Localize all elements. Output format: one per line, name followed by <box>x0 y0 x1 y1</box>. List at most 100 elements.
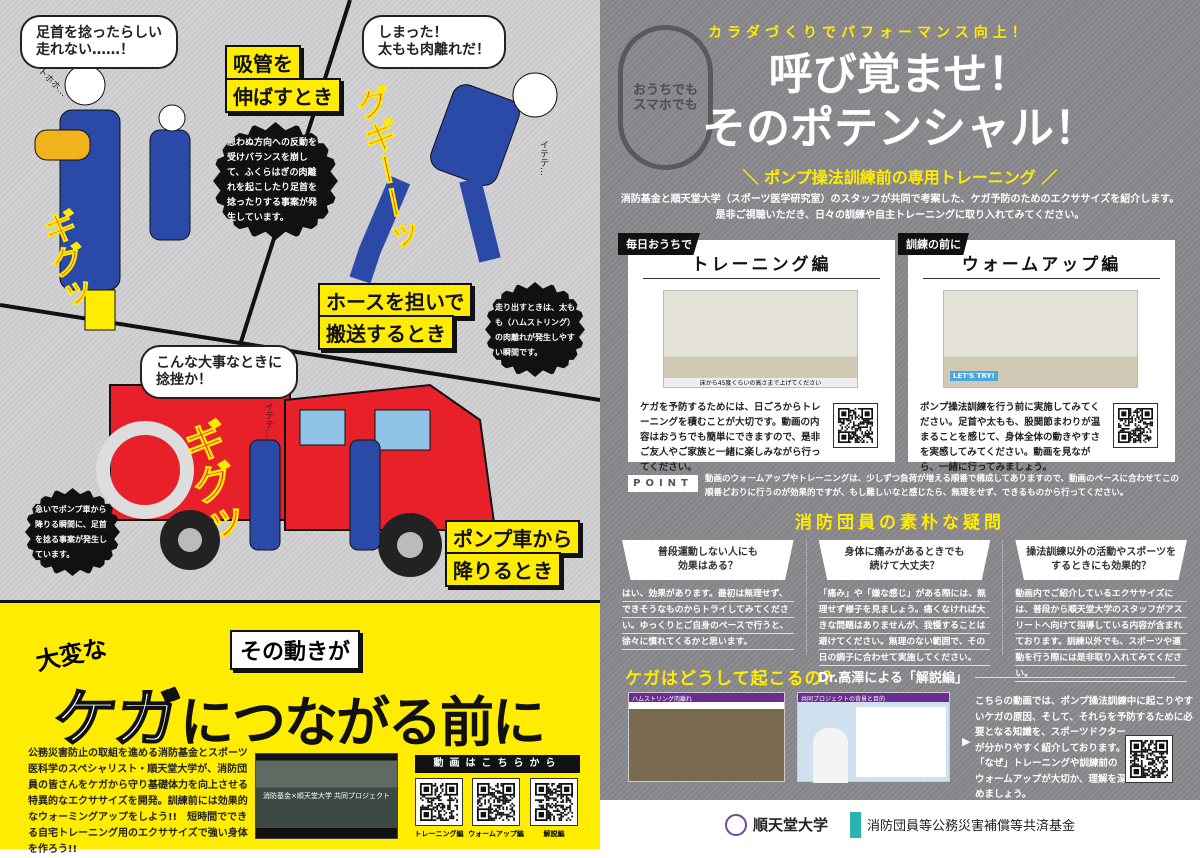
headline-rest: につながる前に <box>180 691 546 754</box>
headline-box: その動きが <box>230 630 361 670</box>
faq-answer: 「痛み」や「嫌な感じ」がある際には、無理せず様子を見ましょう。痛くなければ大きな… <box>818 586 991 666</box>
qr-code-training[interactable] <box>415 778 463 826</box>
qr-code-explain[interactable] <box>1125 735 1173 783</box>
fire-truck-illustration <box>96 383 497 577</box>
faq-list: 普段運動しない人にも効果はある？ はい、効果があります。最初は無理せず、できそうな… <box>622 540 1188 682</box>
divider <box>975 677 1175 678</box>
fund-mark-icon <box>850 811 861 838</box>
speech-bubble-ankle: 足首を捻ったらしい走れない……！ <box>20 15 178 69</box>
scene-label: 搬送するとき <box>318 315 454 350</box>
point-text: 動画のウォームアップやトレーニングは、少しずつ負荷が増える順番で構成してあります… <box>705 474 1180 498</box>
faq-question: 操法訓練以外の活動やスポーツをするときにも効果的？ <box>1015 540 1188 580</box>
headline-section: 大変な その動きが ケガ につながる前に 公務災害防止の取組を進める消防基金とス… <box>0 600 600 855</box>
title-line: 呼び覚ませ！ <box>768 49 1032 100</box>
slide-title: ハムストリング肉離れ <box>632 696 693 703</box>
headline-kega: ケガ <box>48 681 184 756</box>
video-thumbnail[interactable]: 消防基金×順天堂大学 共同プロジェクト <box>255 753 398 839</box>
faq-answer: はい、効果があります。最初は無理せず、できそうなものからトライしてみてください。… <box>622 586 794 650</box>
scene-label: ホースを担いで <box>318 283 473 318</box>
text-line: ウォームアップが大切か、理解を深 <box>975 773 1127 785</box>
warmup-card: ウォームアップ編 LET'S TRY! ポンプ操法訓練を行う前に実施してみてくだ… <box>908 240 1175 473</box>
kicker: カラダづくりでパフォーマンス向上！ <box>708 25 1031 41</box>
bubble-line: 捻挫か！ <box>156 372 212 388</box>
bubble-line: こんな大事なときに <box>156 355 282 371</box>
scene-label: 降りるとき <box>445 552 561 587</box>
q-line: 普段運動しない人にも <box>657 547 758 558</box>
intro-paragraph: 公務災害防止の取組を進める消防基金とスポーツ医科学のスペシャリスト・順天堂大学が… <box>28 748 248 855</box>
explain-slide-1[interactable]: ハムストリング肉離れ <box>628 692 785 782</box>
scene-label: ポンプ車から <box>445 520 581 555</box>
slide-panel <box>856 707 946 777</box>
explain-title: ケガはどうして起こるの？ <box>625 669 841 689</box>
qr-pattern <box>1130 740 1168 778</box>
qr-label: 解説編 <box>543 830 565 838</box>
qr-code-warmup[interactable] <box>472 778 520 826</box>
play-arrow-icon: ▶ <box>962 735 971 748</box>
q-line: 操法訓練以外の活動やスポーツを <box>1026 547 1177 558</box>
qr-code-training[interactable] <box>833 403 878 448</box>
intro-line: 是非ご視聴いただき、日々の訓練や自主トレーニングに取り入れてみてください。 <box>715 210 1085 221</box>
qr-pattern <box>535 783 573 821</box>
qr-pattern <box>420 783 458 821</box>
scene-label: 伸ばすとき <box>225 78 341 113</box>
qr-pattern <box>477 783 515 821</box>
qr-code-warmup[interactable] <box>1113 403 1158 448</box>
bubble-line: 太もも肉離れだ！ <box>378 42 490 58</box>
aside-text: イテテ… <box>538 140 548 176</box>
faq-title: 消防団員の素朴な疑問 <box>795 513 1005 533</box>
warmup-video-still[interactable]: LET'S TRY! <box>943 290 1138 388</box>
card-tag: 毎日おうちで <box>618 233 700 255</box>
card-title: ウォームアップ編 <box>923 250 1160 279</box>
subtitle: ＼ ポンプ操法訓練前の専用トレーニング ／ <box>742 168 1058 187</box>
faq-question: 普段運動しない人にも効果はある？ <box>622 540 794 580</box>
fund-logo: 消防団員等公務災害補償等共済基金 <box>850 811 1076 838</box>
intro-text: 消防基金と順天堂大学（スポーツ医学研究室）のスタッフが共同で考案した、ケガ予防の… <box>600 192 1200 224</box>
house-text: おうちでも <box>632 82 698 98</box>
faq-answer: 動画内でご紹介しているエクササイズには、普段から順天堂大学のスタッフがアスリート… <box>1015 586 1188 682</box>
card-title: トレーニング編 <box>643 250 880 279</box>
faq-question: 身体に痛みがあるときでも続けて大丈夫？ <box>818 540 991 580</box>
juntendo-logo: 順天堂大学 <box>724 813 828 836</box>
univ-name: 順天堂大学 <box>752 816 828 834</box>
intro-line: 消防基金と順天堂大学（スポーツ医学研究室）のスタッフが共同で考案した、ケガ予防の… <box>620 194 1180 205</box>
faq-item: 身体に痛みがあるときでも続けて大丈夫？ 「痛み」や「嫌な感じ」がある際には、無理せ… <box>805 540 991 666</box>
slide-title: 共同プロジェクトの背景と目的 <box>801 696 886 703</box>
faq-item: 普段運動しない人にも効果はある？ はい、効果があります。最初は無理せず、できそうな… <box>622 540 794 655</box>
speech-bubble-sprain: こんな大事なときに捻挫か！ <box>140 345 298 399</box>
text-line: 「なぜ」トレーニングや訓練前の <box>975 758 1118 769</box>
point-label: POINT <box>628 475 698 492</box>
title-line: そのポテンシャル！ <box>702 103 1098 154</box>
text-line: 要となる知識を、スポーツドクター <box>975 727 1127 738</box>
explain-slide-2[interactable]: 共同プロジェクトの背景と目的 <box>797 692 950 783</box>
explain-subtitle: Dr.高澤による「解説編」 <box>818 671 968 686</box>
fund-name: 消防団員等公務災害補償等共済基金 <box>867 819 1076 834</box>
qr-label: ウォームアップ編 <box>468 830 524 838</box>
comic-panels: 足首を捻ったらしい走れない……！ トホホ… 吸管を 伸ばすとき 思わぬ方向への反… <box>0 0 600 600</box>
main-title: 呼び覚ませ！そのポテンシャル！ <box>600 48 1200 156</box>
info-burst: 急いでポンプ車から降りる瞬間に、足首を捻る事案が発生しています。 <box>25 488 120 576</box>
video-caption: 消防基金×順天堂大学 共同プロジェクト <box>262 792 391 800</box>
training-video-still[interactable]: 床から45度くらいの高さまで上げてください <box>663 290 858 388</box>
q-line: 身体に痛みがあるときでも <box>844 547 965 558</box>
home-smartphone-icon: おうちでもスマホでも <box>618 25 713 170</box>
speech-bubble-thigh: しまった！太もも肉離れだ！ <box>362 15 506 69</box>
q-line: 効果はある？ <box>677 561 738 572</box>
videos-header: 動画はこちらから <box>415 755 580 773</box>
doctor-figure <box>813 728 848 783</box>
house-text: スマホでも <box>633 97 698 113</box>
explain-text: こちらの動画では、ポンプ操法訓練中に起こりやすいケガの原因、そして、それらを予防… <box>975 694 1193 803</box>
panel-dividers <box>0 0 600 577</box>
card-text: ケガを予防するためには、日ごろからトレーニングを積むことが大切です。動画の内容は… <box>640 402 821 473</box>
training-card: トレーニング編 床から45度くらいの高さまで上げてください ケガを予防するために… <box>628 240 895 473</box>
text-line: が分かりやすく紹介しております。 <box>975 742 1126 754</box>
bubble-line: 足首を捻ったらしい <box>36 25 162 41</box>
aside-text: イテテ… <box>263 402 273 438</box>
q-line: 続けて大丈夫？ <box>869 561 940 572</box>
lets-try-badge: LET'S TRY! <box>950 371 998 381</box>
qr-code-explain[interactable] <box>530 778 578 826</box>
qr-pattern <box>838 408 873 443</box>
text-line: こちらの動画では、ポンプ操法訓練中に起こりやす <box>975 696 1194 707</box>
bubble-line: 走れない……！ <box>36 42 134 58</box>
footer-logos: 順天堂大学 消防団員等公務災害補償等共済基金 <box>600 800 1200 849</box>
qr-label: トレーニング編 <box>414 830 464 838</box>
